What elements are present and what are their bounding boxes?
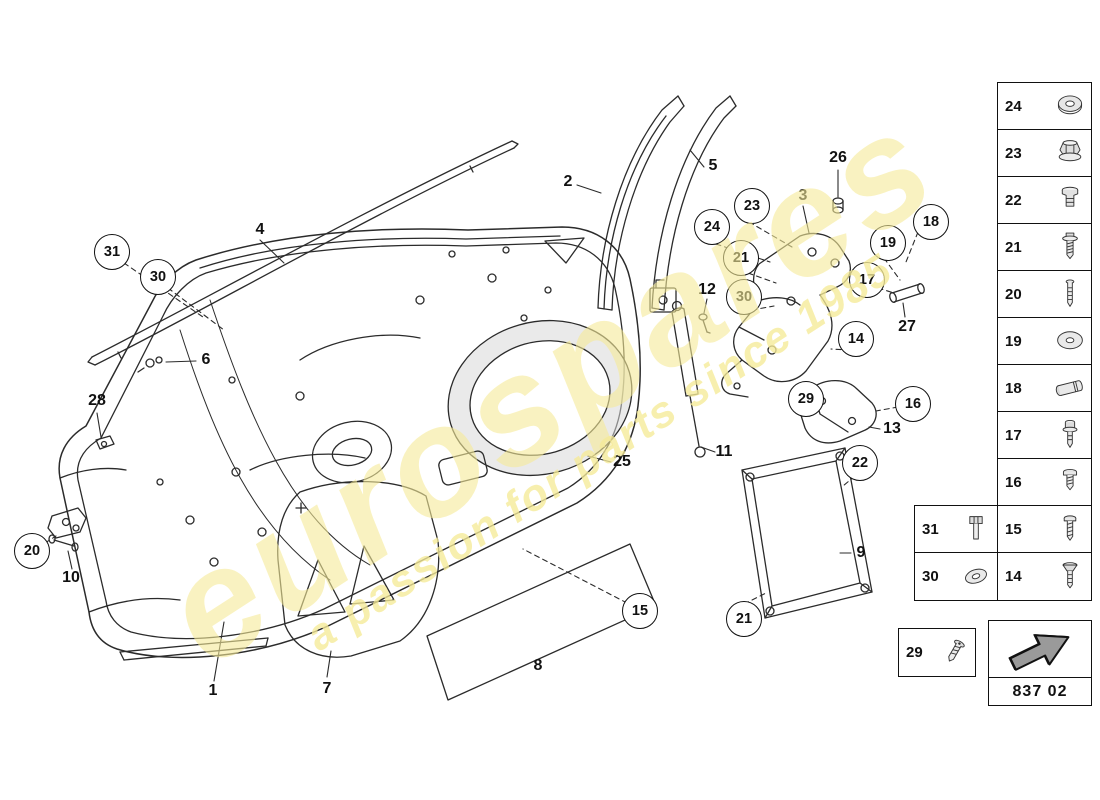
part-callout-30[interactable]: 30: [726, 279, 762, 315]
cage-nut-icon: [1053, 183, 1087, 217]
legend-number: 15: [1005, 520, 1022, 538]
legend-number: 23: [1005, 144, 1022, 162]
legend-number: 31: [922, 520, 939, 538]
pan-screw-icon: [1053, 512, 1087, 546]
part-callout-15[interactable]: 15: [622, 593, 658, 629]
part-callout-7[interactable]: 7: [322, 680, 332, 697]
short-screw-icon: [1053, 465, 1087, 499]
legend-number: 30: [922, 568, 939, 585]
part-code-box: 837 02: [988, 620, 1092, 706]
angled-washer-icon: [959, 560, 993, 594]
part-callout-9[interactable]: 9: [856, 544, 866, 561]
part-callout-18[interactable]: 18: [913, 204, 949, 240]
socket-bolt-icon: [1053, 418, 1087, 452]
part-callout-8[interactable]: 8: [533, 657, 543, 674]
part-callout-19[interactable]: 19: [870, 225, 906, 261]
part-callout-30[interactable]: 30: [140, 259, 176, 295]
legend-number: 22: [1005, 191, 1022, 209]
legend-number: 18: [1005, 379, 1022, 397]
legend-cell-17[interactable]: 17: [998, 412, 1091, 459]
legend-cell-23[interactable]: 23: [998, 130, 1091, 177]
legend-cell-21[interactable]: 21: [998, 224, 1091, 271]
legend-number: 20: [1005, 285, 1022, 303]
legend-cell-14[interactable]: 14: [998, 553, 1091, 600]
legend-cell-22[interactable]: 22: [998, 177, 1091, 224]
part-callout-17[interactable]: 17: [849, 262, 885, 298]
countersunk-screw-icon: [1053, 560, 1087, 594]
flat-washer-icon: [1053, 89, 1087, 123]
part-callout-22[interactable]: 22: [842, 445, 878, 481]
flange-nut-icon: [1053, 136, 1087, 170]
part-callout-27[interactable]: 27: [898, 318, 916, 335]
fastener-legend-right-column: 24 23 22 21 20 19 18 17 16 15 14: [997, 82, 1092, 601]
legend-cell-15[interactable]: 15: [998, 506, 1091, 553]
part-callout-3[interactable]: 3: [798, 187, 808, 204]
legend-cell-18[interactable]: 18: [998, 365, 1091, 412]
fastener-legend-left-column: 31 30: [914, 505, 998, 601]
part-callout-28[interactable]: 28: [88, 392, 106, 409]
legend-cell-16[interactable]: 16: [998, 459, 1091, 506]
legend-cell-20[interactable]: 20: [998, 271, 1091, 318]
part-callout-14[interactable]: 14: [838, 321, 874, 357]
legend-number: 19: [1005, 332, 1022, 350]
part-callout-20[interactable]: 20: [14, 533, 50, 569]
round-screw-icon: [937, 636, 971, 670]
legend-cell-29[interactable]: 29: [899, 629, 975, 676]
part-callout-10[interactable]: 10: [62, 569, 80, 586]
fastener-legend-cell-29: 29: [898, 628, 976, 677]
legend-number: 24: [1005, 97, 1022, 115]
legend-number: 21: [1005, 238, 1022, 256]
part-callout-21[interactable]: 21: [726, 601, 762, 637]
part-callout-6[interactable]: 6: [201, 351, 211, 368]
part-callout-31[interactable]: 31: [94, 234, 130, 270]
part-callout-2[interactable]: 2: [563, 173, 573, 190]
part-callout-21[interactable]: 21: [723, 240, 759, 276]
washer-screw-icon: [1053, 230, 1087, 264]
part-callout-25[interactable]: 25: [613, 453, 631, 470]
part-callout-23[interactable]: 23: [734, 188, 770, 224]
part-callout-13[interactable]: 13: [883, 420, 901, 437]
part-callout-11[interactable]: 11: [715, 443, 733, 460]
legend-number: 16: [1005, 473, 1022, 491]
hex-bolt-icon: [959, 512, 993, 546]
legend-cell-31[interactable]: 31: [915, 506, 997, 553]
legend-number: 29: [906, 644, 923, 661]
part-callout-12[interactable]: 12: [698, 281, 716, 298]
part-callout-1[interactable]: 1: [208, 682, 218, 699]
part-callout-4[interactable]: 4: [255, 221, 265, 238]
long-bolt-icon: [1053, 371, 1087, 405]
direction-arrow: [989, 621, 1091, 677]
stud-screw-icon: [1053, 277, 1087, 311]
legend-cell-19[interactable]: 19: [998, 318, 1091, 365]
part-callout-26[interactable]: 26: [829, 149, 847, 166]
arrow-icon: [1008, 634, 1070, 671]
part-callout-16[interactable]: 16: [895, 386, 931, 422]
part-callout-24[interactable]: 24: [694, 209, 730, 245]
legend-cell-24[interactable]: 24: [998, 83, 1091, 130]
part-code: 837 02: [989, 677, 1091, 705]
legend-number: 14: [1005, 568, 1022, 585]
legend-number: 17: [1005, 426, 1022, 444]
part-callout-29[interactable]: 29: [788, 381, 824, 417]
large-washer-icon: [1053, 324, 1087, 358]
legend-cell-30[interactable]: 30: [915, 553, 997, 600]
part-callout-5[interactable]: 5: [708, 157, 718, 174]
